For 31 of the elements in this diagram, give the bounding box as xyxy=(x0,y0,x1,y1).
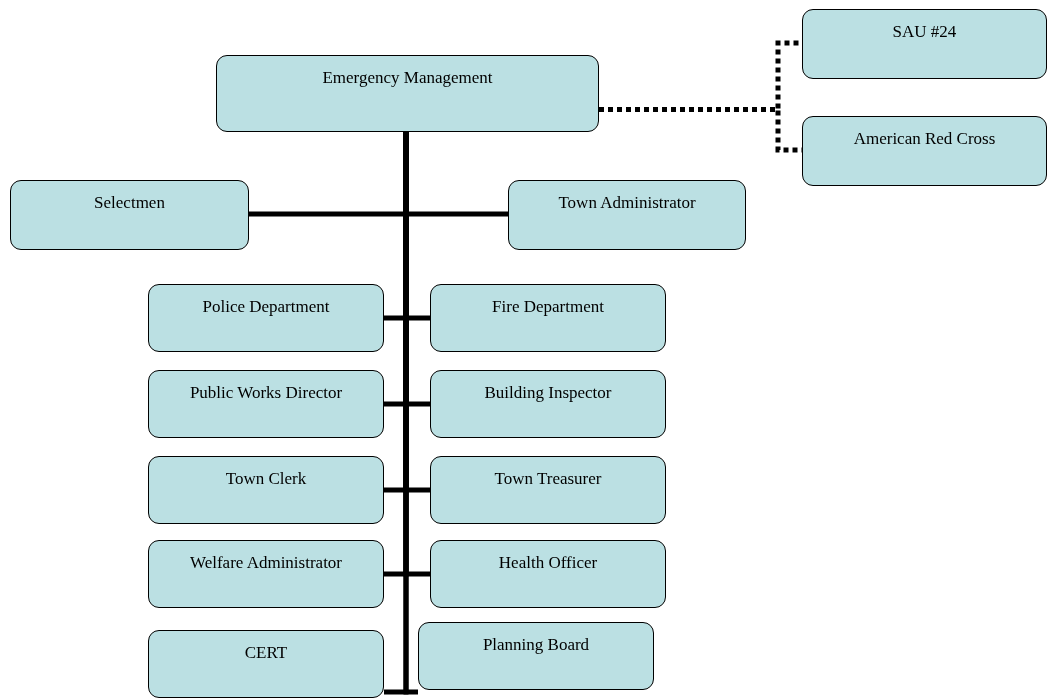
org-box xyxy=(430,370,666,438)
role-label: Fire Department xyxy=(492,297,604,316)
role-label: Town Administrator xyxy=(558,193,696,212)
role-label: Building Inspector xyxy=(484,383,612,402)
role-label: Selectmen xyxy=(94,193,165,212)
org-box xyxy=(418,622,654,690)
org-box xyxy=(148,630,384,698)
org-box xyxy=(148,370,384,438)
org-box xyxy=(148,456,384,524)
org-box xyxy=(508,180,746,250)
role-label: Public Works Director xyxy=(189,383,343,402)
role-label: Town Clerk xyxy=(225,469,307,488)
role-label: Police Department xyxy=(202,297,330,316)
role-label: American Red Cross xyxy=(853,129,996,148)
role-label: Planning Board xyxy=(482,635,590,654)
role-label: Health Officer xyxy=(498,553,598,572)
role-label: Town Treasurer xyxy=(494,469,602,488)
connector-line xyxy=(403,132,418,695)
role-label: SAU #24 xyxy=(892,22,957,41)
org-box xyxy=(430,540,666,608)
org-box xyxy=(430,284,666,352)
org-box xyxy=(802,116,1047,186)
org-box xyxy=(10,180,249,250)
role-label: Emergency Management xyxy=(322,68,493,87)
org-box xyxy=(216,55,599,132)
role-label: CERT xyxy=(244,643,288,662)
org-box xyxy=(430,456,666,524)
org-box xyxy=(148,284,384,352)
org-box xyxy=(148,540,384,608)
org-box xyxy=(802,9,1047,79)
role-label: Welfare Administrator xyxy=(189,553,343,572)
